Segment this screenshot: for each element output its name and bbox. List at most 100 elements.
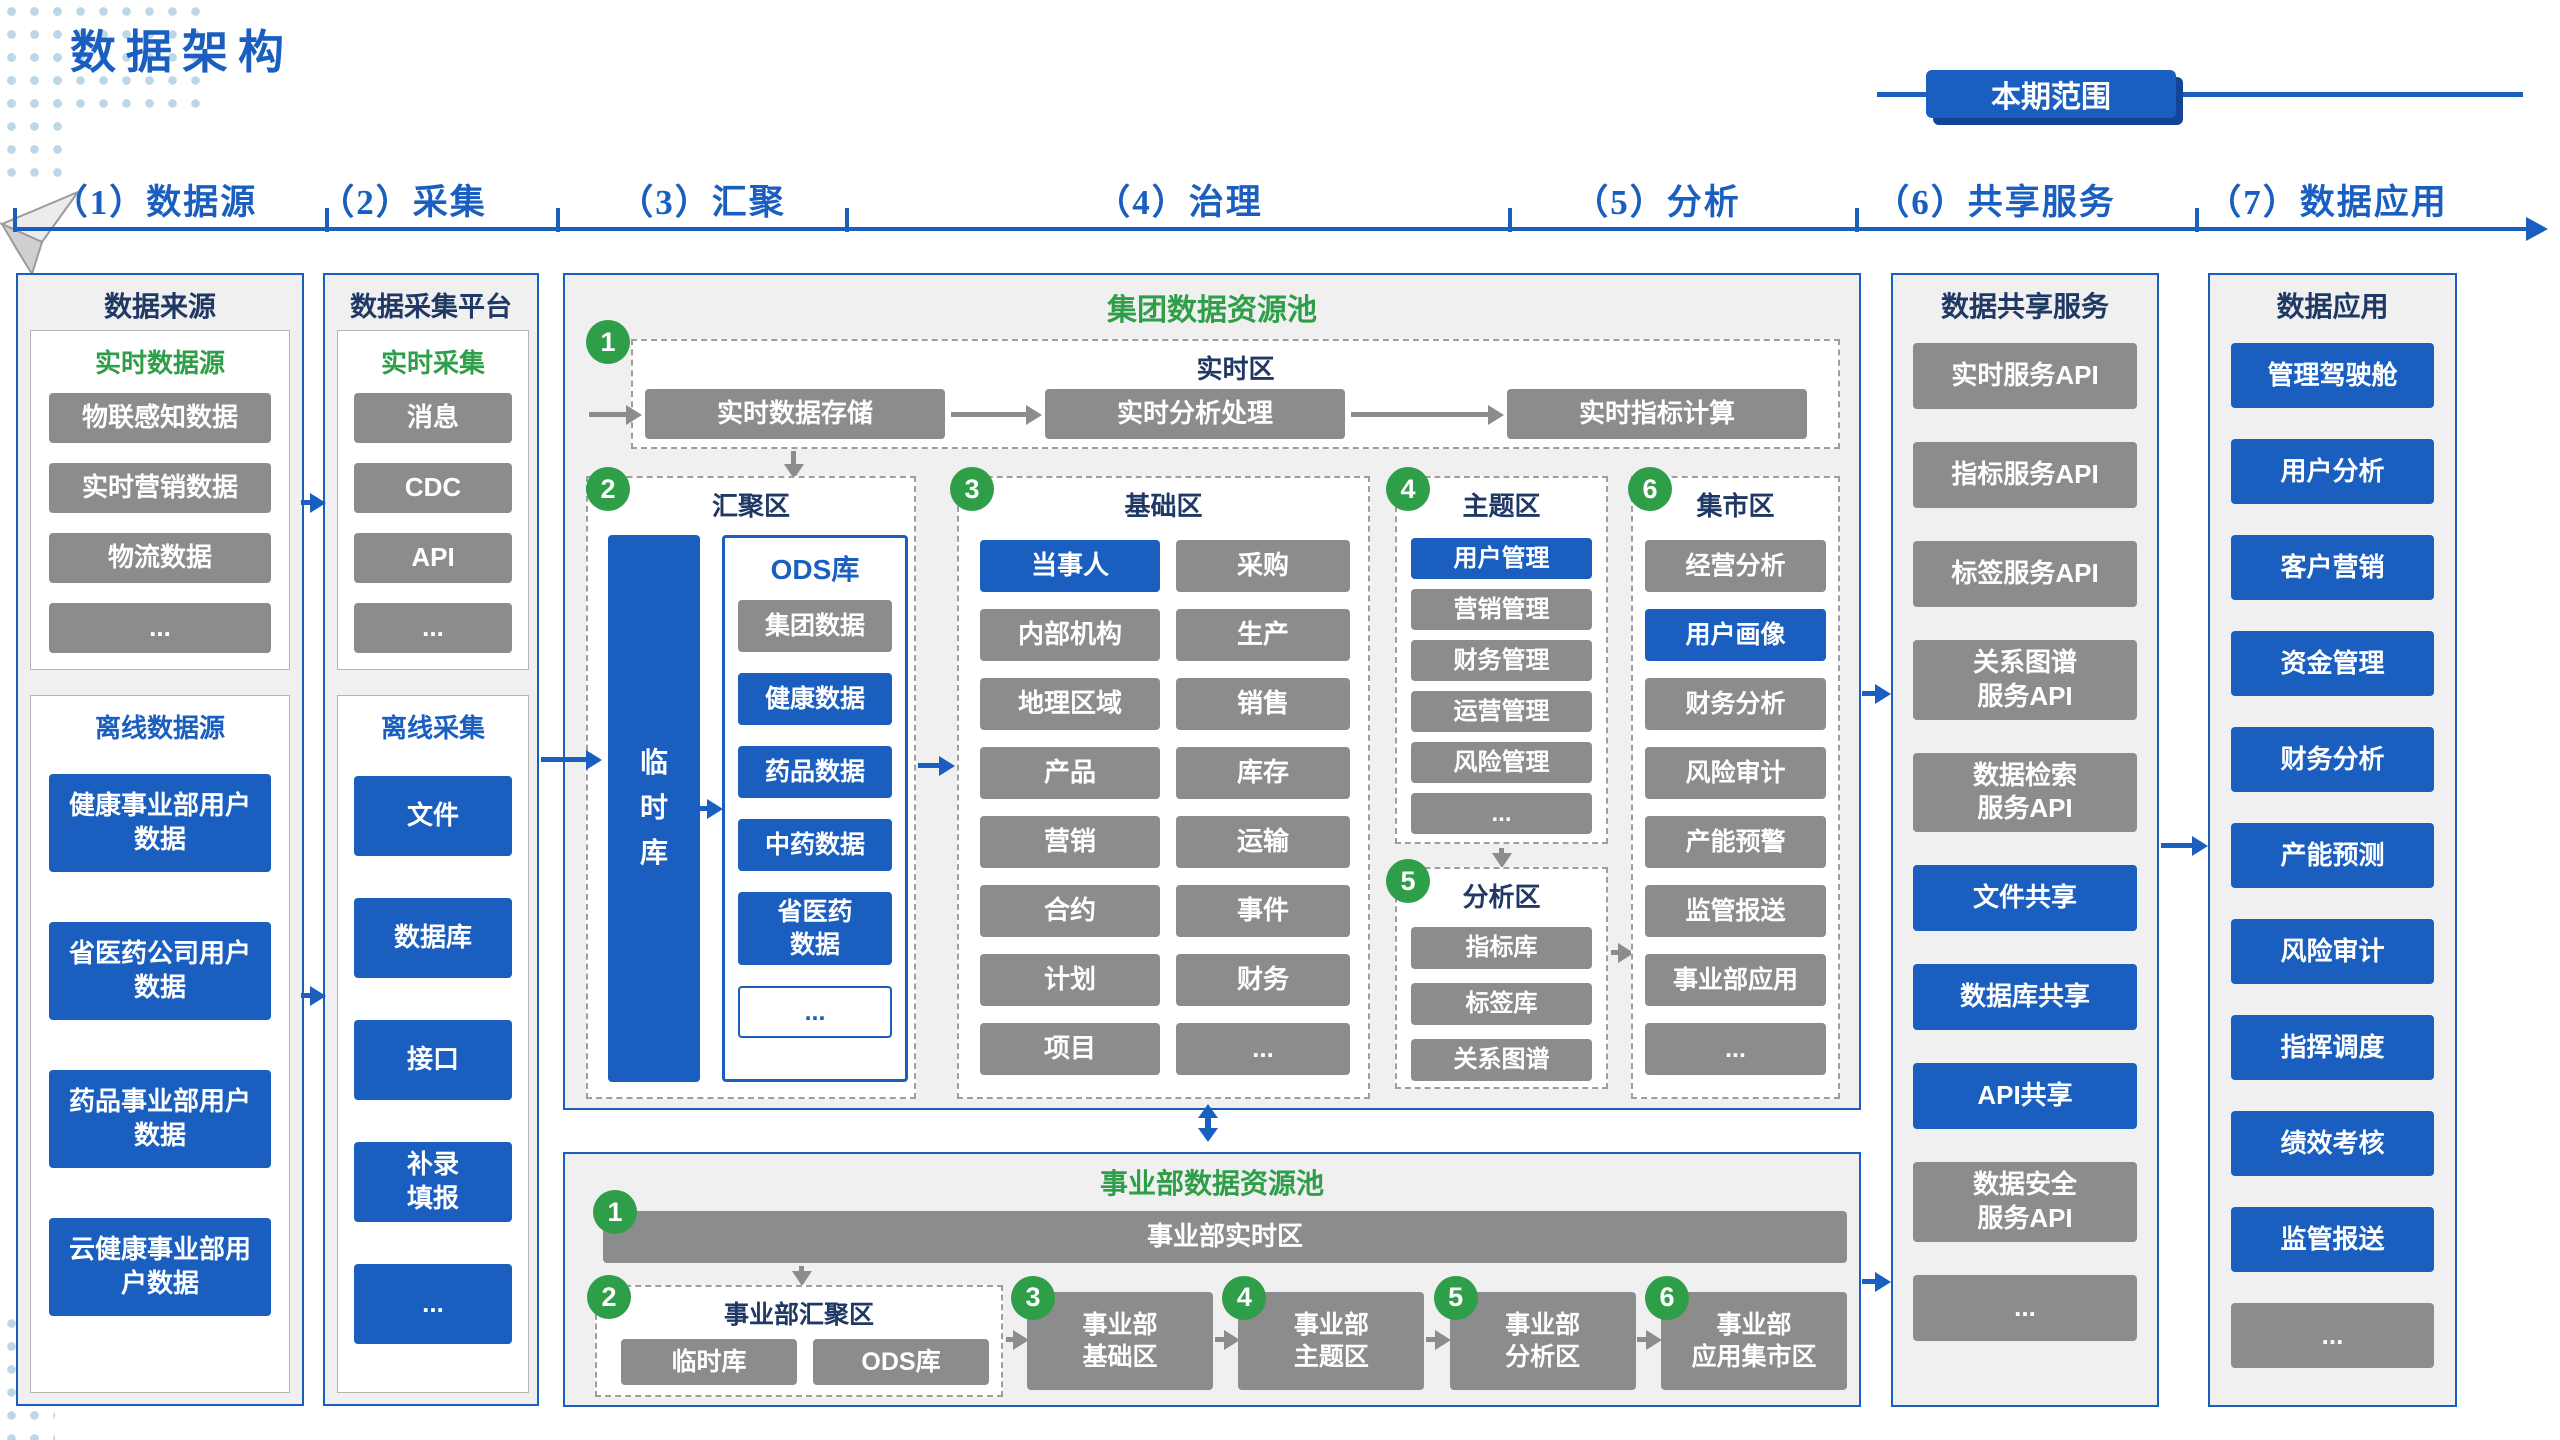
division-zone-label: 事业部 主题区 [1293, 1310, 1369, 1372]
theme-zone-item: 运营管理 [1411, 691, 1592, 732]
offline-collect-items: 文件数据库接口补录 填报... [354, 776, 512, 1344]
division-zone-box: 5 事业部 分析区 [1433, 1276, 1656, 1410]
share-service-title: 数据共享服务 [1940, 291, 2109, 322]
share-service-item: 实时服务API [1913, 343, 2137, 409]
column-header-7: （7）数据应用 [2206, 183, 2448, 222]
data-app-item: 风险审计 [2231, 919, 2434, 984]
realtime-collect-title: 实时采集 [380, 348, 485, 378]
base-zone-item: 事件 [1176, 885, 1350, 937]
offline-collect-item: 数据库 [354, 898, 512, 978]
division-staging-zone: 2 事业部汇聚区 临时库 ODS库 [587, 1275, 1003, 1397]
flow-arrow [1611, 950, 1619, 955]
data-app-item: 用户分析 [2231, 439, 2434, 504]
offline-source-item: 省医药公司用户数据 [49, 922, 271, 1020]
group-data-pool-title: 集团数据资源池 [1107, 294, 1317, 327]
zone-6-badge: 6 [1628, 467, 1672, 511]
base-zone-item: 项目 [980, 1023, 1160, 1075]
data-app-items: 管理驾驶舱用户分析客户营销资金管理财务分析产能预测风险审计指挥调度绩效考核监管报… [2231, 343, 2434, 1368]
realtime-step-box: 实时指标计算 [1507, 389, 1807, 439]
share-service-item: 数据安全 服务API [1913, 1162, 2137, 1242]
division-staging-zone-title: 事业部汇聚区 [723, 1301, 874, 1329]
mart-zone-item: 用户画像 [1645, 609, 1826, 661]
analysis-zone-item: 指标库 [1411, 927, 1592, 969]
base-zone-item: 计划 [980, 954, 1160, 1006]
ods-item: 中药数据 [738, 819, 892, 871]
share-service-item: 标签服务API [1913, 541, 2137, 607]
flow-arrow [301, 500, 311, 505]
flow-arrow [589, 412, 627, 417]
zone-2-badge: 2 [586, 467, 630, 511]
division-pool-panel: 事业部数据资源池 事业部实时区 1 2 事业部汇聚区 临时库 ODS库 3 事业… [563, 1152, 1861, 1410]
scope-badge: 本期范围 [1926, 70, 2176, 118]
theme-zone-item: 财务管理 [1411, 640, 1592, 681]
base-zone-item: 生产 [1176, 609, 1350, 661]
data-app-item: 资金管理 [2231, 631, 2434, 696]
base-zone-item: 合约 [980, 885, 1160, 937]
analysis-zone-items: 指标库标签库关系图谱 [1411, 927, 1592, 1081]
column-header-1: （1）数据源 [52, 183, 258, 222]
ods-box: ODS库 集团数据健康数据药品数据中药数据省医药 数据... [722, 535, 908, 1082]
staging-zone-title: 汇聚区 [711, 491, 790, 521]
phase-tick [325, 208, 329, 232]
flow-arrow [700, 806, 708, 811]
mart-zone-item: 产能预警 [1645, 816, 1826, 868]
theme-zone-item: 用户管理 [1411, 538, 1592, 579]
flow-arrow [1637, 1337, 1647, 1342]
offline-collect-title: 离线采集 [380, 713, 485, 743]
data-source-panel-title: 数据来源 [103, 291, 216, 322]
flow-arrow [799, 1266, 804, 1272]
base-zone-right-items: 采购生产销售库存运输事件财务... [1176, 540, 1350, 1075]
scope-line [1877, 92, 2523, 97]
mart-zone-item: 事业部应用 [1645, 954, 1826, 1006]
group-data-pool-panel: 集团数据资源池 1 实时区 实时数据存储 实时分析处理 实时指标计算 2 汇聚区… [563, 273, 1861, 1110]
realtime-step-box: 实时数据存储 [645, 389, 945, 439]
phase-tick [845, 208, 849, 232]
ods-item: 药品数据 [738, 746, 892, 798]
realtime-source-items: 物联感知数据实时营销数据物流数据... [49, 393, 271, 653]
flow-arrow [1205, 1117, 1211, 1129]
offline-source-title: 离线数据源 [94, 713, 225, 743]
theme-zone-item: ... [1411, 793, 1592, 834]
analysis-zone: 5 分析区 指标库标签库关系图谱 [1386, 859, 1608, 1089]
data-app-item: 管理驾驶舱 [2231, 343, 2434, 408]
offline-source-item: 云健康事业部用户数据 [49, 1218, 271, 1316]
offline-collect-item: ... [354, 1264, 512, 1344]
column-header-5: （5）分析 [1573, 183, 1741, 222]
flow-arrow [1351, 412, 1489, 417]
zone-1-badge: 1 [593, 1190, 637, 1234]
offline-source-item: 健康事业部用户数据 [49, 774, 271, 872]
mart-zone-item: 财务分析 [1645, 678, 1826, 730]
offline-source-group: 离线数据源 健康事业部用户数据省医药公司用户数据药品事业部用户数据云健康事业部用… [30, 695, 290, 1393]
offline-collect-item: 接口 [354, 1020, 512, 1100]
base-zone-item: 运输 [1176, 816, 1350, 868]
column-header-6: （6）共享服务 [1874, 183, 2116, 222]
theme-zone-item: 营销管理 [1411, 589, 1592, 630]
zone-1-badge: 1 [586, 320, 630, 364]
mart-zone-item: ... [1645, 1023, 1826, 1075]
flow-arrow [1862, 691, 1876, 696]
mart-zone: 6 集市区 经营分析用户画像财务分析风险审计产能预警监管报送事业部应用... [1628, 467, 1840, 1099]
data-app-item: 绩效考核 [2231, 1111, 2434, 1176]
ods-item: 健康数据 [738, 673, 892, 725]
realtime-collect-item: ... [354, 603, 512, 653]
division-staging-item: ODS库 [813, 1339, 989, 1385]
share-service-item: 关系图谱 服务API [1913, 640, 2137, 720]
share-service-item: 文件共享 [1913, 865, 2137, 932]
base-zone-item: 营销 [980, 816, 1160, 868]
page-title: 数据架构 [70, 26, 294, 78]
mart-zone-title: 集市区 [1696, 491, 1775, 521]
base-zone: 3 基础区 当事人内部机构地理区域产品营销合约计划项目 采购生产销售库存运输事件… [950, 467, 1370, 1099]
data-app-item: 产能预测 [2231, 823, 2434, 888]
offline-collect-item: 文件 [354, 776, 512, 856]
data-source-panel: 数据来源 实时数据源 物联感知数据实时营销数据物流数据... 离线数据源 健康事… [16, 273, 304, 1406]
ods-items: 集团数据健康数据药品数据中药数据省医药 数据... [738, 600, 892, 1038]
phase-tick [1855, 208, 1859, 232]
phase-tick [2195, 208, 2199, 232]
flow-arrow [1862, 1279, 1876, 1284]
theme-zone-title: 主题区 [1462, 491, 1541, 521]
base-zone-item: 库存 [1176, 747, 1350, 799]
